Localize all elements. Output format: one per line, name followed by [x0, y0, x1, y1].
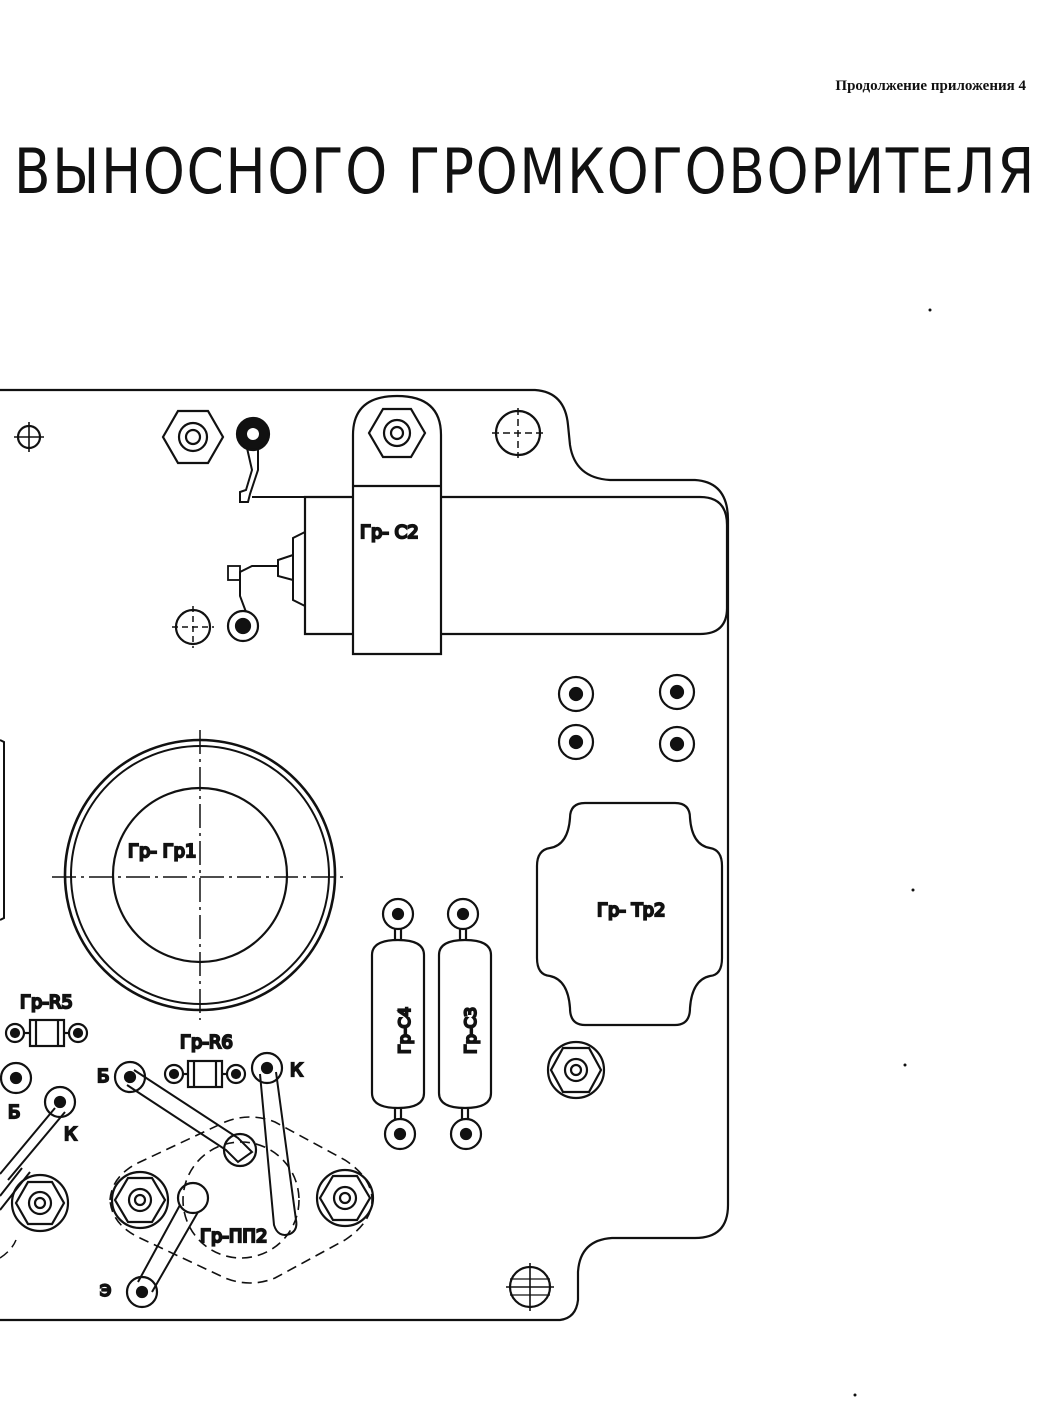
label-pp2: Гр-ПП2	[200, 1226, 267, 1247]
label-c2: Гр- С2	[360, 522, 419, 543]
pad-c2-lead	[226, 609, 260, 643]
board-outline	[0, 388, 730, 1322]
mounting-hole-bottom-right	[506, 1263, 554, 1311]
scan-specks	[853, 308, 932, 1397]
transformer-tr2	[535, 801, 724, 1027]
pin-b-left: Б	[8, 1102, 20, 1123]
label-r6: Гр-R6	[180, 1032, 233, 1053]
page-header-note: Продолжение приложения 4	[835, 78, 1026, 94]
hex-nut-top-left	[161, 409, 225, 465]
page-title: ВЫНОСНОГО ГРОМКОГОВОРИТЕЛЯ	[14, 135, 1037, 208]
pin-k-right: К	[290, 1060, 303, 1081]
transistor-pp2	[109, 1051, 375, 1309]
pad-grid	[557, 673, 696, 763]
hex-nut-right	[546, 1040, 606, 1100]
transistor-left-leads	[0, 1061, 77, 1259]
left-module-edge	[0, 739, 5, 921]
capacitor-c2	[227, 394, 729, 656]
loudspeaker-gr1	[52, 730, 348, 1020]
resistor-r6	[163, 1059, 247, 1089]
mounting-hole-left-mid	[172, 606, 214, 648]
label-tr2: Гр- Тр2	[597, 900, 666, 921]
capacitor-c4	[370, 897, 426, 1151]
solder-terminal-top	[235, 416, 271, 503]
label-c3: Гр-С3	[461, 1007, 480, 1054]
label-r5: Гр-R5	[20, 992, 73, 1013]
capacitor-c3	[437, 897, 493, 1151]
label-gr1: Гр- Гр1	[128, 841, 196, 862]
pin-k-left: К	[64, 1124, 77, 1145]
resistor-r5	[4, 1018, 89, 1048]
label-c4: Гр-С4	[395, 1007, 414, 1054]
mounting-hole-top-right	[492, 408, 544, 458]
pin-e: Э	[100, 1281, 111, 1300]
mounting-hole-top-left	[14, 422, 44, 452]
pin-b-right: Б	[97, 1066, 109, 1087]
